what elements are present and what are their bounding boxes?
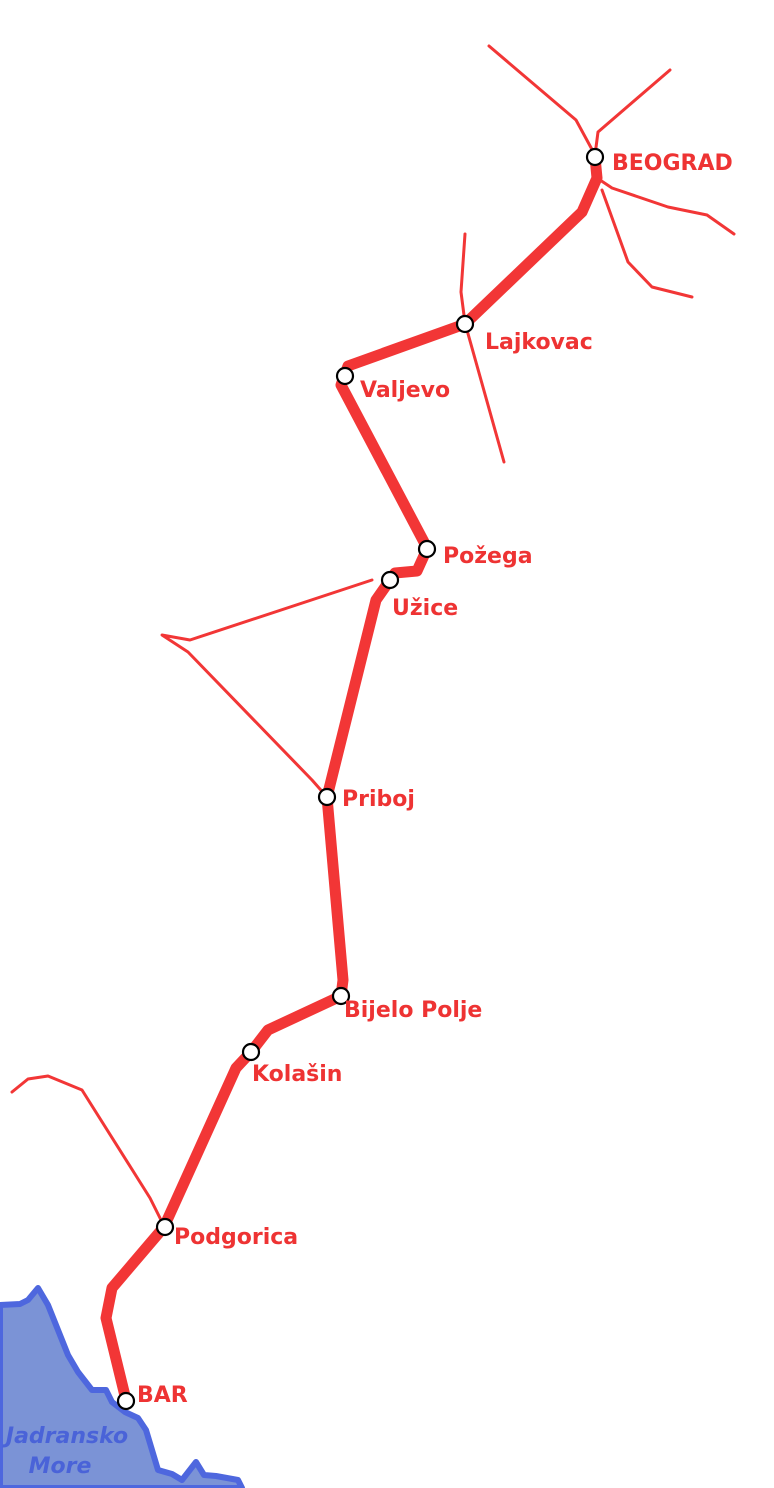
station-label-kolasin: Kolašin <box>252 1062 342 1087</box>
branch-line <box>600 188 694 299</box>
station-label-beograd: BEOGRAD <box>612 151 733 176</box>
station-dot-uzice[interactable] <box>380 570 400 590</box>
station-dot-lajkovac[interactable] <box>455 314 475 334</box>
sea-label-line2: More <box>29 1454 92 1479</box>
main-line <box>100 151 603 1406</box>
station-label-pozega: Požega <box>443 544 533 569</box>
station-label-bijelo-polje: Bijelo Polje <box>344 998 482 1023</box>
station-dot-kolasin[interactable] <box>241 1042 261 1062</box>
station-dot-valjevo[interactable] <box>335 366 355 386</box>
branch-line <box>487 44 597 157</box>
station-label-bar: BAR <box>137 1383 188 1408</box>
branch-line <box>593 68 672 157</box>
stations: BEOGRAD Lajkovac Valjevo Požega Užice Pr… <box>116 147 733 1411</box>
station-dot-pozega[interactable] <box>417 539 437 559</box>
station-label-podgorica: Podgorica <box>174 1225 298 1250</box>
station-label-priboj: Priboj <box>342 787 415 812</box>
branch-line <box>598 178 736 236</box>
station-dot-bijelo-polje[interactable] <box>331 986 351 1006</box>
station-dot-priboj[interactable] <box>317 787 337 807</box>
station-dot-beograd[interactable] <box>585 147 605 167</box>
station-label-valjevo: Valjevo <box>360 378 450 403</box>
branch-lines <box>160 44 736 799</box>
station-label-uzice: Užice <box>392 596 458 621</box>
station-label-lajkovac: Lajkovac <box>485 330 593 355</box>
adriatic-sea <box>0 1285 245 1488</box>
sea-label-line1: Jadransko <box>2 1424 128 1449</box>
branch-line <box>459 232 467 325</box>
station-dot-bar[interactable] <box>116 1391 136 1411</box>
branch-line <box>160 578 374 799</box>
branch-line-podgorica <box>10 1074 166 1228</box>
branch-line <box>463 321 506 464</box>
station-dot-podgorica[interactable] <box>155 1217 175 1237</box>
